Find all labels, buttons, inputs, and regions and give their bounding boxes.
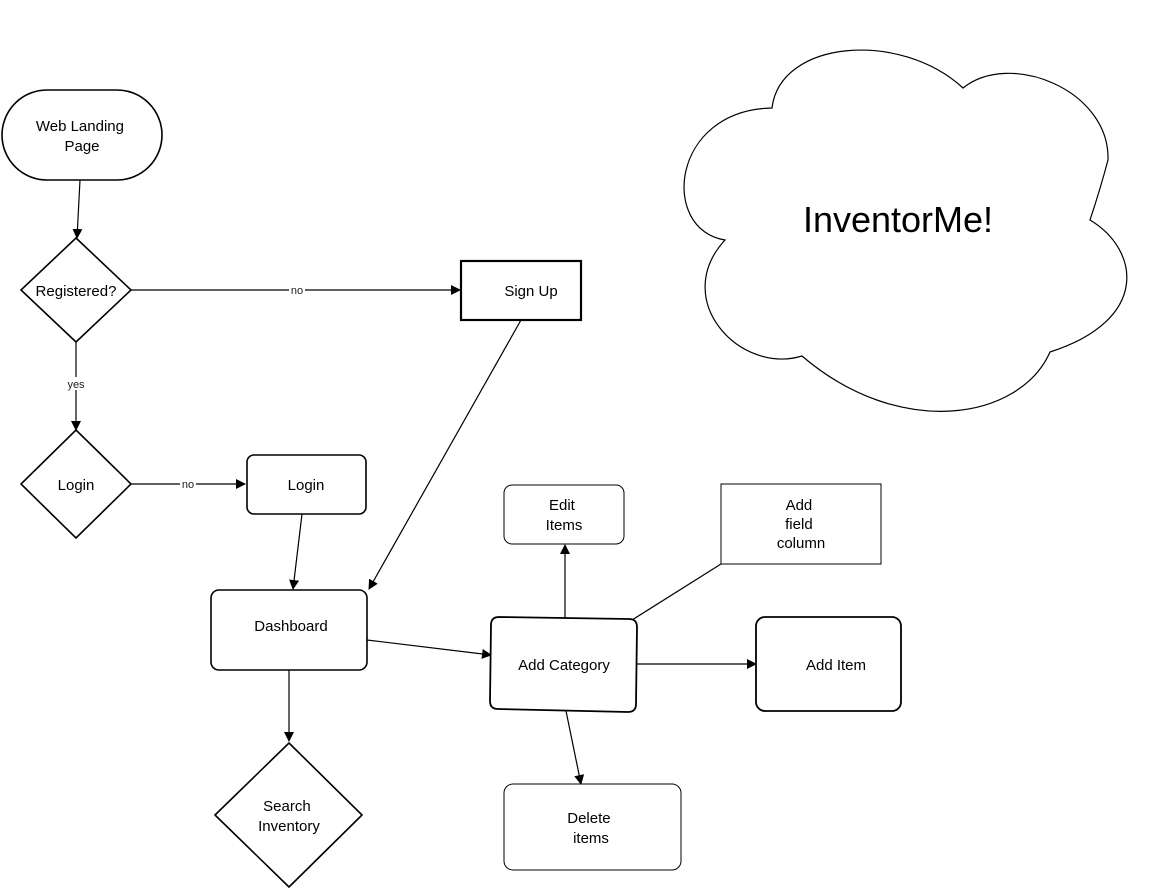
delete-items-line-2: items — [573, 830, 609, 847]
add-field-column-line-1: Add — [786, 497, 813, 514]
edit-items-label: Edit Items — [546, 497, 583, 534]
registered-label: Registered? — [36, 283, 117, 300]
edit-items-box — [503, 484, 625, 545]
cloud-title-shape — [683, 49, 1128, 412]
dashboard-label: Dashboard — [254, 618, 327, 635]
web-landing-label: Web Landing Page — [36, 118, 128, 155]
edge-category-to-field — [631, 563, 722, 621]
edge-label-registered-yes: yes — [67, 379, 85, 391]
web-landing-line-2: Page — [64, 138, 99, 155]
search-inventory-line-2: Inventory — [258, 818, 320, 835]
add-field-column-line-2: field — [785, 516, 813, 533]
delete-items-label: Delete items — [567, 810, 615, 847]
add-field-column-label: Add field column — [777, 497, 825, 552]
add-item-box — [755, 616, 902, 712]
edge-login-to-dashboard — [289, 513, 303, 590]
dashboard-box — [210, 589, 368, 671]
add-field-column-box — [720, 483, 882, 565]
login-decision-label: Login — [58, 477, 95, 494]
sign-up-label: Sign Up — [504, 283, 557, 300]
add-category-box — [489, 616, 638, 713]
app-title: InventorMe! — [803, 199, 993, 240]
search-inventory-decision — [214, 742, 363, 888]
web-landing-line-1: Web Landing — [36, 118, 124, 135]
edge-label-login-no: no — [182, 479, 194, 491]
login-box-label: Login — [288, 477, 325, 494]
edit-items-line-2: Items — [546, 517, 583, 534]
delete-items-box — [503, 783, 682, 871]
edge-label-registered-no: no — [291, 285, 303, 297]
edit-items-line-1: Edit — [549, 497, 576, 514]
edge-landing-to-registered — [72, 179, 83, 239]
edges — [71, 179, 757, 785]
delete-items-line-1: Delete — [567, 810, 610, 827]
edge-category-to-delete — [565, 710, 585, 785]
registered-decision — [19, 236, 133, 344]
edge-signup-to-dashboard — [368, 319, 522, 590]
edge-dashboard-to-category — [366, 639, 492, 659]
sign-up-box — [459, 259, 583, 322]
web-landing-terminal — [1, 89, 163, 181]
search-inventory-label: Search Inventory — [258, 798, 320, 835]
add-field-column-line-3: column — [777, 535, 825, 552]
login-box — [246, 454, 367, 515]
search-inventory-line-1: Search — [263, 798, 311, 815]
login-decision — [19, 428, 133, 540]
add-category-label: Add Category — [518, 657, 610, 674]
add-item-label: Add Item — [806, 657, 866, 674]
